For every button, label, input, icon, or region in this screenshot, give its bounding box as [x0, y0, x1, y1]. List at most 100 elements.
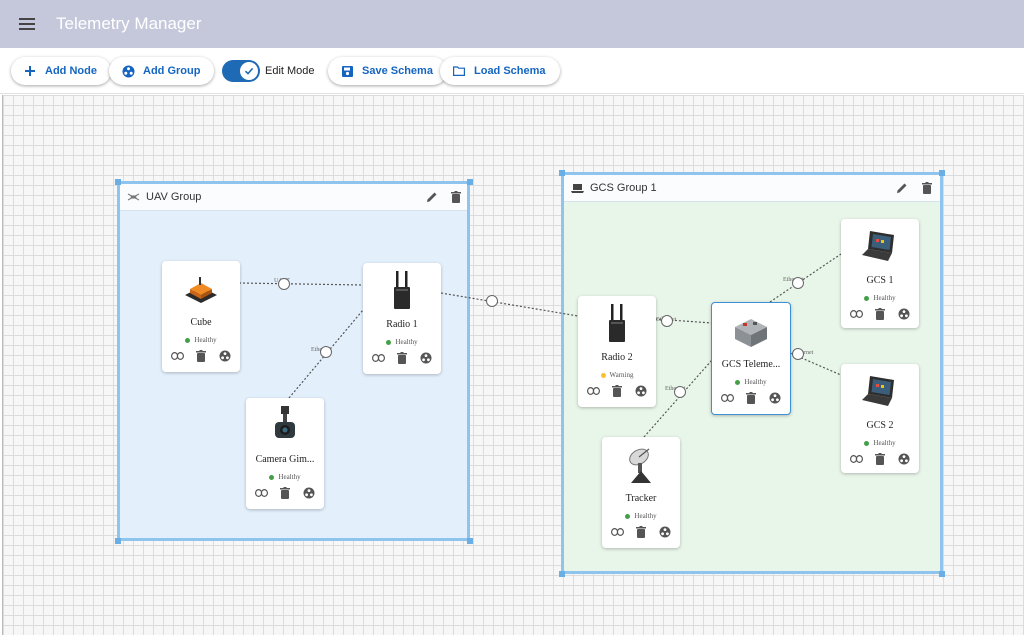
node-name: Tracker	[625, 493, 657, 504]
delete-icon[interactable]	[279, 486, 292, 499]
resize-handle[interactable]	[115, 179, 121, 185]
edit-mode-control: Edit Mode	[222, 57, 315, 85]
node-actions	[363, 351, 441, 364]
node-status: Healthy	[841, 294, 919, 302]
link-icon[interactable]	[254, 486, 268, 499]
resize-handle[interactable]	[939, 170, 945, 176]
antenna-tracker-icon	[619, 443, 663, 487]
node-status: Healthy	[246, 473, 324, 481]
delete-group-icon[interactable]	[920, 181, 934, 195]
group-icon[interactable]	[659, 525, 672, 538]
group-icon[interactable]	[898, 307, 911, 320]
link-icon[interactable]	[170, 349, 184, 362]
status-dot	[386, 339, 392, 345]
status-dot	[864, 295, 870, 301]
node-actions	[841, 307, 919, 320]
resize-handle[interactable]	[939, 571, 945, 577]
add-node-button[interactable]: Add Node	[11, 57, 111, 85]
delete-icon[interactable]	[874, 307, 887, 320]
link-handle[interactable]	[792, 277, 804, 289]
node-name: Radio 2	[601, 352, 633, 363]
link-handle[interactable]	[661, 315, 673, 327]
node-actions	[578, 384, 656, 397]
node-status: Warning	[578, 371, 656, 379]
node-card-gcs-1[interactable]: GCS 1 Healthy	[841, 219, 919, 328]
laptop-icon	[858, 370, 902, 414]
link-icon[interactable]	[849, 307, 863, 320]
node-card-cube[interactable]: Cube Healthy	[162, 261, 240, 372]
edit-group-icon[interactable]	[895, 181, 909, 195]
uav-group-header: UAV Group	[120, 184, 467, 211]
node-name: GCS 2	[866, 420, 894, 431]
group-icon[interactable]	[898, 452, 911, 465]
link-icon[interactable]	[586, 384, 600, 397]
delete-icon[interactable]	[611, 384, 624, 397]
link-icon[interactable]	[610, 525, 624, 538]
node-card-gcs-2[interactable]: GCS 2 Healthy	[841, 364, 919, 473]
link-handle[interactable]	[674, 386, 686, 398]
group-icon[interactable]	[769, 391, 782, 404]
menu-icon[interactable]	[16, 13, 38, 35]
delete-icon[interactable]	[195, 349, 208, 362]
delete-group-icon[interactable]	[449, 190, 463, 204]
status-text: Warning	[609, 371, 634, 379]
node-name: Camera Gim...	[255, 454, 315, 465]
node-card-gcs-telemetry[interactable]: GCS Teleme... Healthy	[711, 302, 791, 415]
group-icon	[121, 64, 135, 78]
app-bar: Telemetry Manager	[0, 0, 1024, 48]
link-handle[interactable]	[792, 348, 804, 360]
resize-handle[interactable]	[559, 571, 565, 577]
load-schema-label: Load Schema	[474, 65, 546, 77]
folder-icon	[452, 64, 466, 78]
status-text: Healthy	[278, 473, 301, 481]
edit-mode-label: Edit Mode	[265, 65, 315, 77]
link-handle[interactable]	[278, 278, 290, 290]
edit-mode-toggle[interactable]	[222, 60, 260, 82]
edit-group-icon[interactable]	[425, 190, 439, 204]
toolbar: Add Node Add Group Edit Mode Save Schema…	[0, 48, 1024, 94]
save-schema-button[interactable]: Save Schema	[328, 57, 447, 85]
status-text: Healthy	[744, 378, 767, 386]
resize-handle[interactable]	[467, 179, 473, 185]
add-group-button[interactable]: Add Group	[109, 57, 215, 85]
link-icon[interactable]	[849, 452, 863, 465]
link-handle[interactable]	[486, 295, 498, 307]
status-dot	[185, 337, 191, 343]
add-group-label: Add Group	[143, 65, 201, 77]
app-title: Telemetry Manager	[56, 14, 202, 33]
node-actions	[162, 349, 240, 362]
node-actions	[712, 391, 790, 404]
load-schema-button[interactable]: Load Schema	[440, 57, 560, 85]
status-dot	[735, 379, 741, 385]
resize-handle[interactable]	[559, 170, 565, 176]
node-status: Healthy	[841, 439, 919, 447]
node-card-radio-1[interactable]: Radio 1 Healthy	[363, 263, 441, 374]
delete-icon[interactable]	[396, 351, 409, 364]
status-text: Healthy	[395, 338, 418, 346]
group-icon[interactable]	[303, 486, 316, 499]
node-card-camera-gimbal[interactable]: Camera Gim... Healthy	[246, 398, 324, 509]
delete-icon[interactable]	[745, 391, 758, 404]
resize-handle[interactable]	[467, 538, 473, 544]
status-text: Healthy	[634, 512, 657, 520]
group-icon[interactable]	[635, 384, 648, 397]
link-handle[interactable]	[320, 346, 332, 358]
uav-group-title: UAV Group	[146, 191, 202, 203]
link-icon[interactable]	[720, 391, 734, 404]
delete-icon[interactable]	[874, 452, 887, 465]
link-icon[interactable]	[371, 351, 385, 364]
resize-handle[interactable]	[115, 538, 121, 544]
telemetry-box-icon	[729, 309, 773, 353]
node-card-radio-2[interactable]: Radio 2 Warning	[578, 296, 656, 407]
status-dot	[625, 513, 631, 519]
node-card-tracker[interactable]: Tracker Healthy	[602, 437, 680, 548]
status-dot	[600, 372, 606, 378]
save-icon	[340, 64, 354, 78]
save-schema-label: Save Schema	[362, 65, 433, 77]
group-icon[interactable]	[420, 351, 433, 364]
status-dot	[269, 474, 275, 480]
group-icon[interactable]	[219, 349, 232, 362]
gcs-group-header: GCS Group 1	[564, 175, 940, 202]
node-name: Cube	[190, 317, 212, 328]
delete-icon[interactable]	[635, 525, 648, 538]
